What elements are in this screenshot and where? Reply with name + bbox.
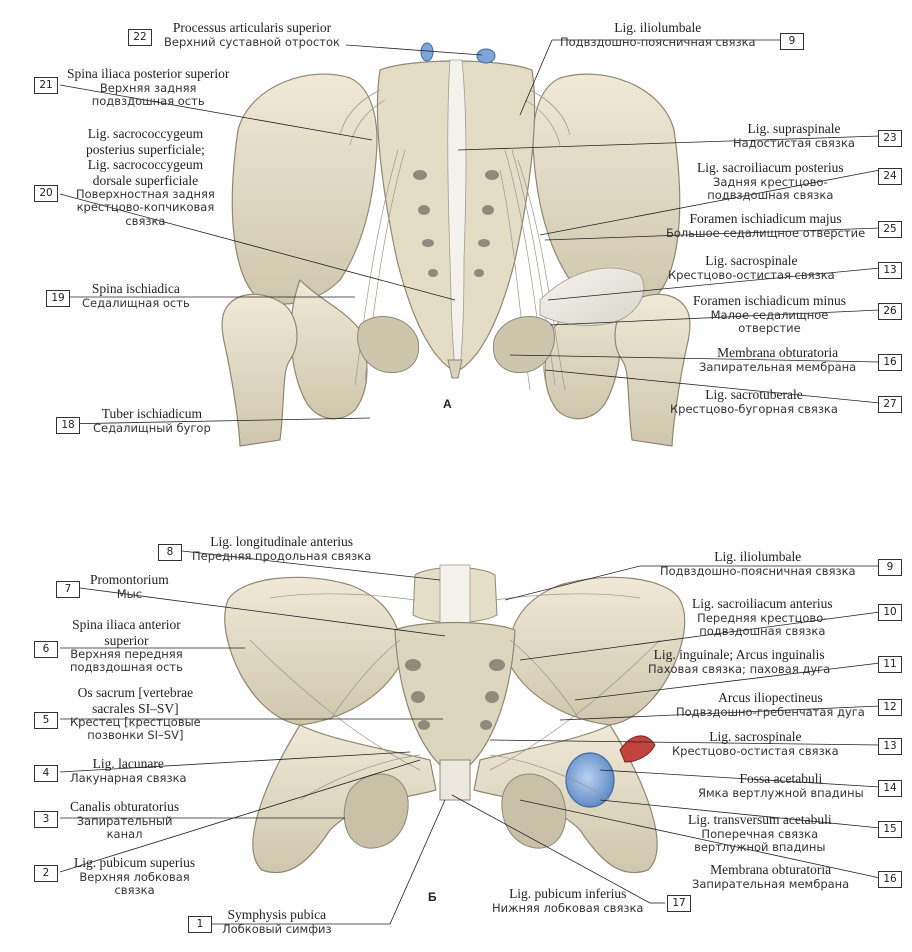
anterior-ligament-fibers xyxy=(249,593,661,801)
number-box-13-b: 13 xyxy=(878,738,902,755)
left-iliac-wing-anterior xyxy=(224,576,402,726)
right-femur xyxy=(614,293,691,447)
number-box-8: 8 xyxy=(158,544,182,561)
number-box-16-a: 16 xyxy=(878,354,902,371)
label-lig-supraspinale: Lig. supraspinale Надостистая связка xyxy=(733,121,855,150)
left-pubic-ramus xyxy=(252,724,437,874)
label-membrana-obturatoria-a: Membrana obturatoria Запирательная мембр… xyxy=(699,345,857,374)
anterior-longitudinal-ligament xyxy=(439,564,471,626)
label-lig-lacunare: Lig. lacunare Лакунарная связка xyxy=(70,756,187,785)
right-superior-articular-cartilage xyxy=(476,48,496,64)
label-lig-inguinale: Lig. inguinale; Arcus inguinalis Паховая… xyxy=(648,647,831,676)
label-lig-sacrospinale-a: Lig. sacrospinale Крестцово-остистая свя… xyxy=(668,253,835,282)
posterior-sacral-foramina xyxy=(413,170,499,277)
leader-lines xyxy=(59,39,881,925)
number-box-11: 11 xyxy=(878,656,902,673)
left-ischium xyxy=(290,278,368,420)
sacrum-anterior xyxy=(394,621,516,771)
label-lig-sacroiliacum-posterius: Lig. sacroiliacum posterius Задняя крест… xyxy=(697,160,844,202)
number-box-24: 24 xyxy=(878,168,902,185)
label-promontorium: Promontorium Мыс xyxy=(90,572,169,601)
label-lig-longitudinale-anterius: Lig. longitudinale anterius Передняя про… xyxy=(192,534,372,563)
left-iliac-wing xyxy=(231,73,378,305)
number-box-10: 10 xyxy=(878,604,902,621)
number-box-3: 3 xyxy=(34,811,58,828)
number-box-7: 7 xyxy=(56,581,80,598)
label-lig-pubicum-superius: Lig. pubicum superius Верхняя лобковая с… xyxy=(74,855,196,897)
number-box-2: 2 xyxy=(34,865,58,882)
number-box-26: 26 xyxy=(878,303,902,320)
number-box-4: 4 xyxy=(34,765,58,782)
pubic-symphysis xyxy=(439,759,471,801)
number-box-14: 14 xyxy=(878,780,902,797)
label-os-sacrum: Os sacrum [vertebrae sacrales SI–SV] Кре… xyxy=(70,685,201,743)
label-foramen-ischiadicum-majus: Foramen ischiadicum majus Большое седали… xyxy=(666,211,866,240)
number-box-1: 1 xyxy=(188,916,212,933)
number-box-12: 12 xyxy=(878,699,902,716)
femoral-head-ligament xyxy=(619,735,656,763)
figure-a-pelvis-posterior xyxy=(221,42,691,447)
label-lig-transversum-acetabuli: Lig. transversum acetabuli Поперечная св… xyxy=(688,812,832,854)
number-box-21: 21 xyxy=(34,77,58,94)
label-spina-iliaca-anterior-superior: Spina iliaca anterior superior Верхняя п… xyxy=(70,617,183,675)
acetabulum-fossa xyxy=(565,752,615,808)
number-box-25: 25 xyxy=(878,221,902,238)
number-box-23: 23 xyxy=(878,130,902,147)
coccyx xyxy=(447,359,463,379)
number-box-13-a: 13 xyxy=(878,262,902,279)
label-lig-sacroiliacum-anterius: Lig. sacroiliacum anterius Передняя крес… xyxy=(692,596,833,638)
number-box-17: 17 xyxy=(667,895,691,912)
label-foramen-ischiadicum-minus: Foramen ischiadicum minus Малое седалищн… xyxy=(693,293,846,335)
number-box-19: 19 xyxy=(46,290,70,307)
right-iliac-wing xyxy=(532,73,681,305)
left-obturator-area xyxy=(357,316,420,374)
number-box-9-b: 9 xyxy=(878,559,902,576)
label-spina-ischiadica: Spina ischiadica Седалищная ость xyxy=(82,281,190,310)
figure-letter-a: А xyxy=(443,397,452,411)
label-lig-sacrococcygeum-posterius-superficiale: Lig. sacrococcygeum posterius superficia… xyxy=(76,126,215,228)
label-arcus-iliopectineus: Arcus iliopectineus Подвздошно-гребенчат… xyxy=(676,690,865,719)
label-lig-iliolumbale-b: Lig. iliolumbale Подвздошно-поясничная с… xyxy=(660,549,856,578)
number-box-6: 6 xyxy=(34,641,58,658)
figure-b-pelvis-anterior xyxy=(224,564,686,874)
right-pubic-ramus xyxy=(473,724,658,874)
number-box-16-b: 16 xyxy=(878,871,902,888)
right-obturator-foramen xyxy=(501,773,567,849)
label-canalis-obturatorius: Canalis obturatorius Запирательный канал xyxy=(70,799,180,841)
label-processus-articularis-superior: Processus articularis superior Верхний с… xyxy=(164,20,340,49)
left-superior-articular-cartilage xyxy=(420,42,434,62)
number-box-18: 18 xyxy=(56,417,80,434)
label-fossa-acetabuli: Fossa acetabuli Ямка вертлужной впадины xyxy=(698,771,864,800)
anterior-sacral-foramina xyxy=(405,659,505,730)
number-box-9-a: 9 xyxy=(780,33,804,50)
label-lig-pubicum-inferius: Lig. pubicum inferius Нижняя лобковая св… xyxy=(492,886,644,915)
label-spina-iliaca-posterior-superior: Spina iliaca posterior superior Верхняя … xyxy=(67,66,230,108)
number-box-27: 27 xyxy=(878,396,902,413)
label-membrana-obturatoria-b: Membrana obturatoria Запирательная мембр… xyxy=(692,862,850,891)
label-symphysis-pubica: Symphysis pubica Лобковый симфиз xyxy=(222,907,332,936)
number-box-22: 22 xyxy=(128,29,152,46)
number-box-15: 15 xyxy=(878,821,902,838)
number-box-20: 20 xyxy=(34,185,58,202)
left-femur xyxy=(221,293,298,447)
number-box-5: 5 xyxy=(34,712,58,729)
left-obturator-foramen xyxy=(343,773,409,849)
label-lig-sacrospinale-b: Lig. sacrospinale Крестцово-остистая свя… xyxy=(672,729,839,758)
label-tuber-ischiadicum: Tuber ischiadicum Седалищный бугор xyxy=(93,406,211,435)
figure-letter-b: Б xyxy=(428,890,437,904)
label-lig-sacrotuberale: Lig. sacrotuberale Крестцово-бугорная св… xyxy=(670,387,838,416)
label-lig-iliolumbale-a: Lig. iliolumbale Подвздошно-поясничная с… xyxy=(560,20,756,49)
